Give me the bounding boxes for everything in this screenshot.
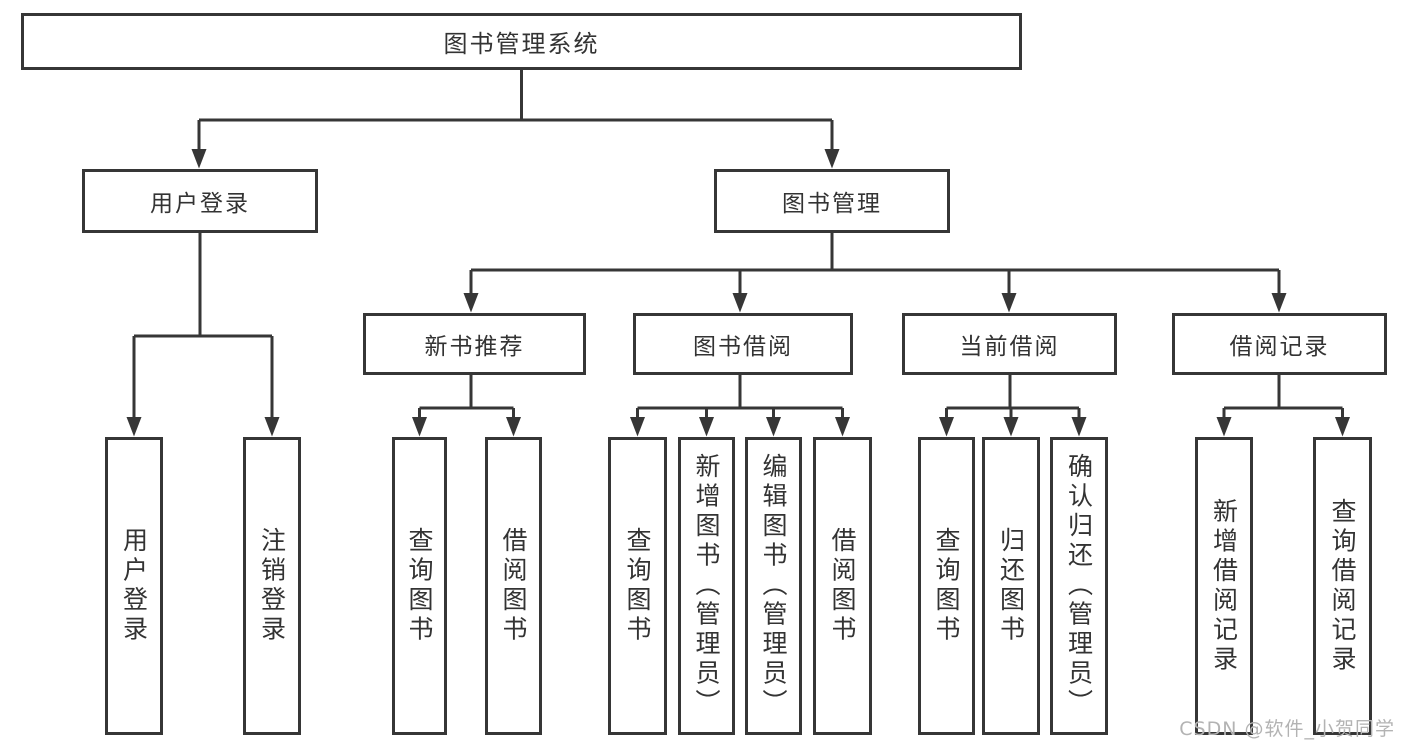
node-add-book-admin: 新增图书（管理员） — [678, 437, 735, 735]
node-root: 图书管理系统 — [21, 13, 1022, 70]
node-borrow-records: 借阅记录 — [1172, 313, 1387, 375]
node-book-management-label: 图书管理 — [782, 191, 882, 217]
node-confirm-return-admin: 确认归还（管理员） — [1050, 437, 1108, 735]
node-query-books-recommend-label: 查询图书 — [405, 527, 434, 645]
node-root-label: 图书管理系统 — [443, 30, 600, 58]
node-current-borrowing: 当前借阅 — [902, 313, 1117, 375]
node-book-borrowing: 图书借阅 — [633, 313, 853, 375]
node-borrow-books-action: 借阅图书 — [813, 437, 872, 735]
csdn-watermark: CSDN @软件_小贺同学 — [1179, 718, 1395, 740]
node-borrow-books-recommend: 借阅图书 — [485, 437, 542, 735]
node-confirm-return-admin-label: 确认归还（管理员） — [1064, 453, 1094, 719]
connector-current-borrowing — [939, 375, 1087, 437]
node-add-borrow-record-label: 新增借阅记录 — [1209, 497, 1239, 675]
node-add-book-admin-label: 新增图书（管理员） — [692, 453, 721, 719]
node-query-books-current: 查询图书 — [918, 437, 975, 735]
connector-book-borrowing — [630, 375, 850, 437]
connector-root — [191, 70, 840, 169]
node-query-books-borrowing-label: 查询图书 — [623, 527, 652, 645]
connector-book-management — [463, 233, 1287, 313]
node-current-borrowing-label: 当前借阅 — [959, 334, 1060, 360]
node-return-book-label: 归还图书 — [996, 527, 1026, 645]
node-book-management: 图书管理 — [714, 169, 950, 233]
node-user-login-label: 用户登录 — [150, 191, 250, 217]
node-return-book: 归还图书 — [982, 437, 1040, 735]
node-new-book-recommend: 新书推荐 — [363, 313, 586, 375]
node-query-books-borrowing: 查询图书 — [608, 437, 667, 735]
node-query-borrow-record: 查询借阅记录 — [1313, 437, 1372, 735]
node-edit-book-admin-label: 编辑图书（管理员） — [759, 453, 788, 719]
node-query-borrow-record-label: 查询借阅记录 — [1328, 497, 1357, 675]
node-query-books-recommend: 查询图书 — [392, 437, 447, 735]
node-borrow-books-recommend-label: 借阅图书 — [499, 527, 528, 645]
node-user-login: 用户登录 — [82, 169, 318, 233]
connector-new-book-recommend — [412, 375, 521, 437]
node-user-login-action: 用户登录 — [105, 437, 163, 735]
node-add-borrow-record: 新增借阅记录 — [1195, 437, 1253, 735]
node-edit-book-admin: 编辑图书（管理员） — [745, 437, 802, 735]
node-borrow-books-action-label: 借阅图书 — [828, 527, 857, 645]
connector-user-login — [126, 233, 280, 437]
node-query-books-current-label: 查询图书 — [932, 527, 961, 645]
node-book-borrowing-label: 图书借阅 — [693, 334, 793, 360]
node-logout-label: 注销登录 — [257, 527, 287, 645]
node-user-login-action-label: 用户登录 — [119, 527, 149, 645]
node-logout: 注销登录 — [243, 437, 301, 735]
connector-borrow-records — [1216, 375, 1350, 437]
node-new-book-recommend-label: 新书推荐 — [424, 334, 525, 360]
node-borrow-records-label: 借阅记录 — [1229, 334, 1330, 360]
